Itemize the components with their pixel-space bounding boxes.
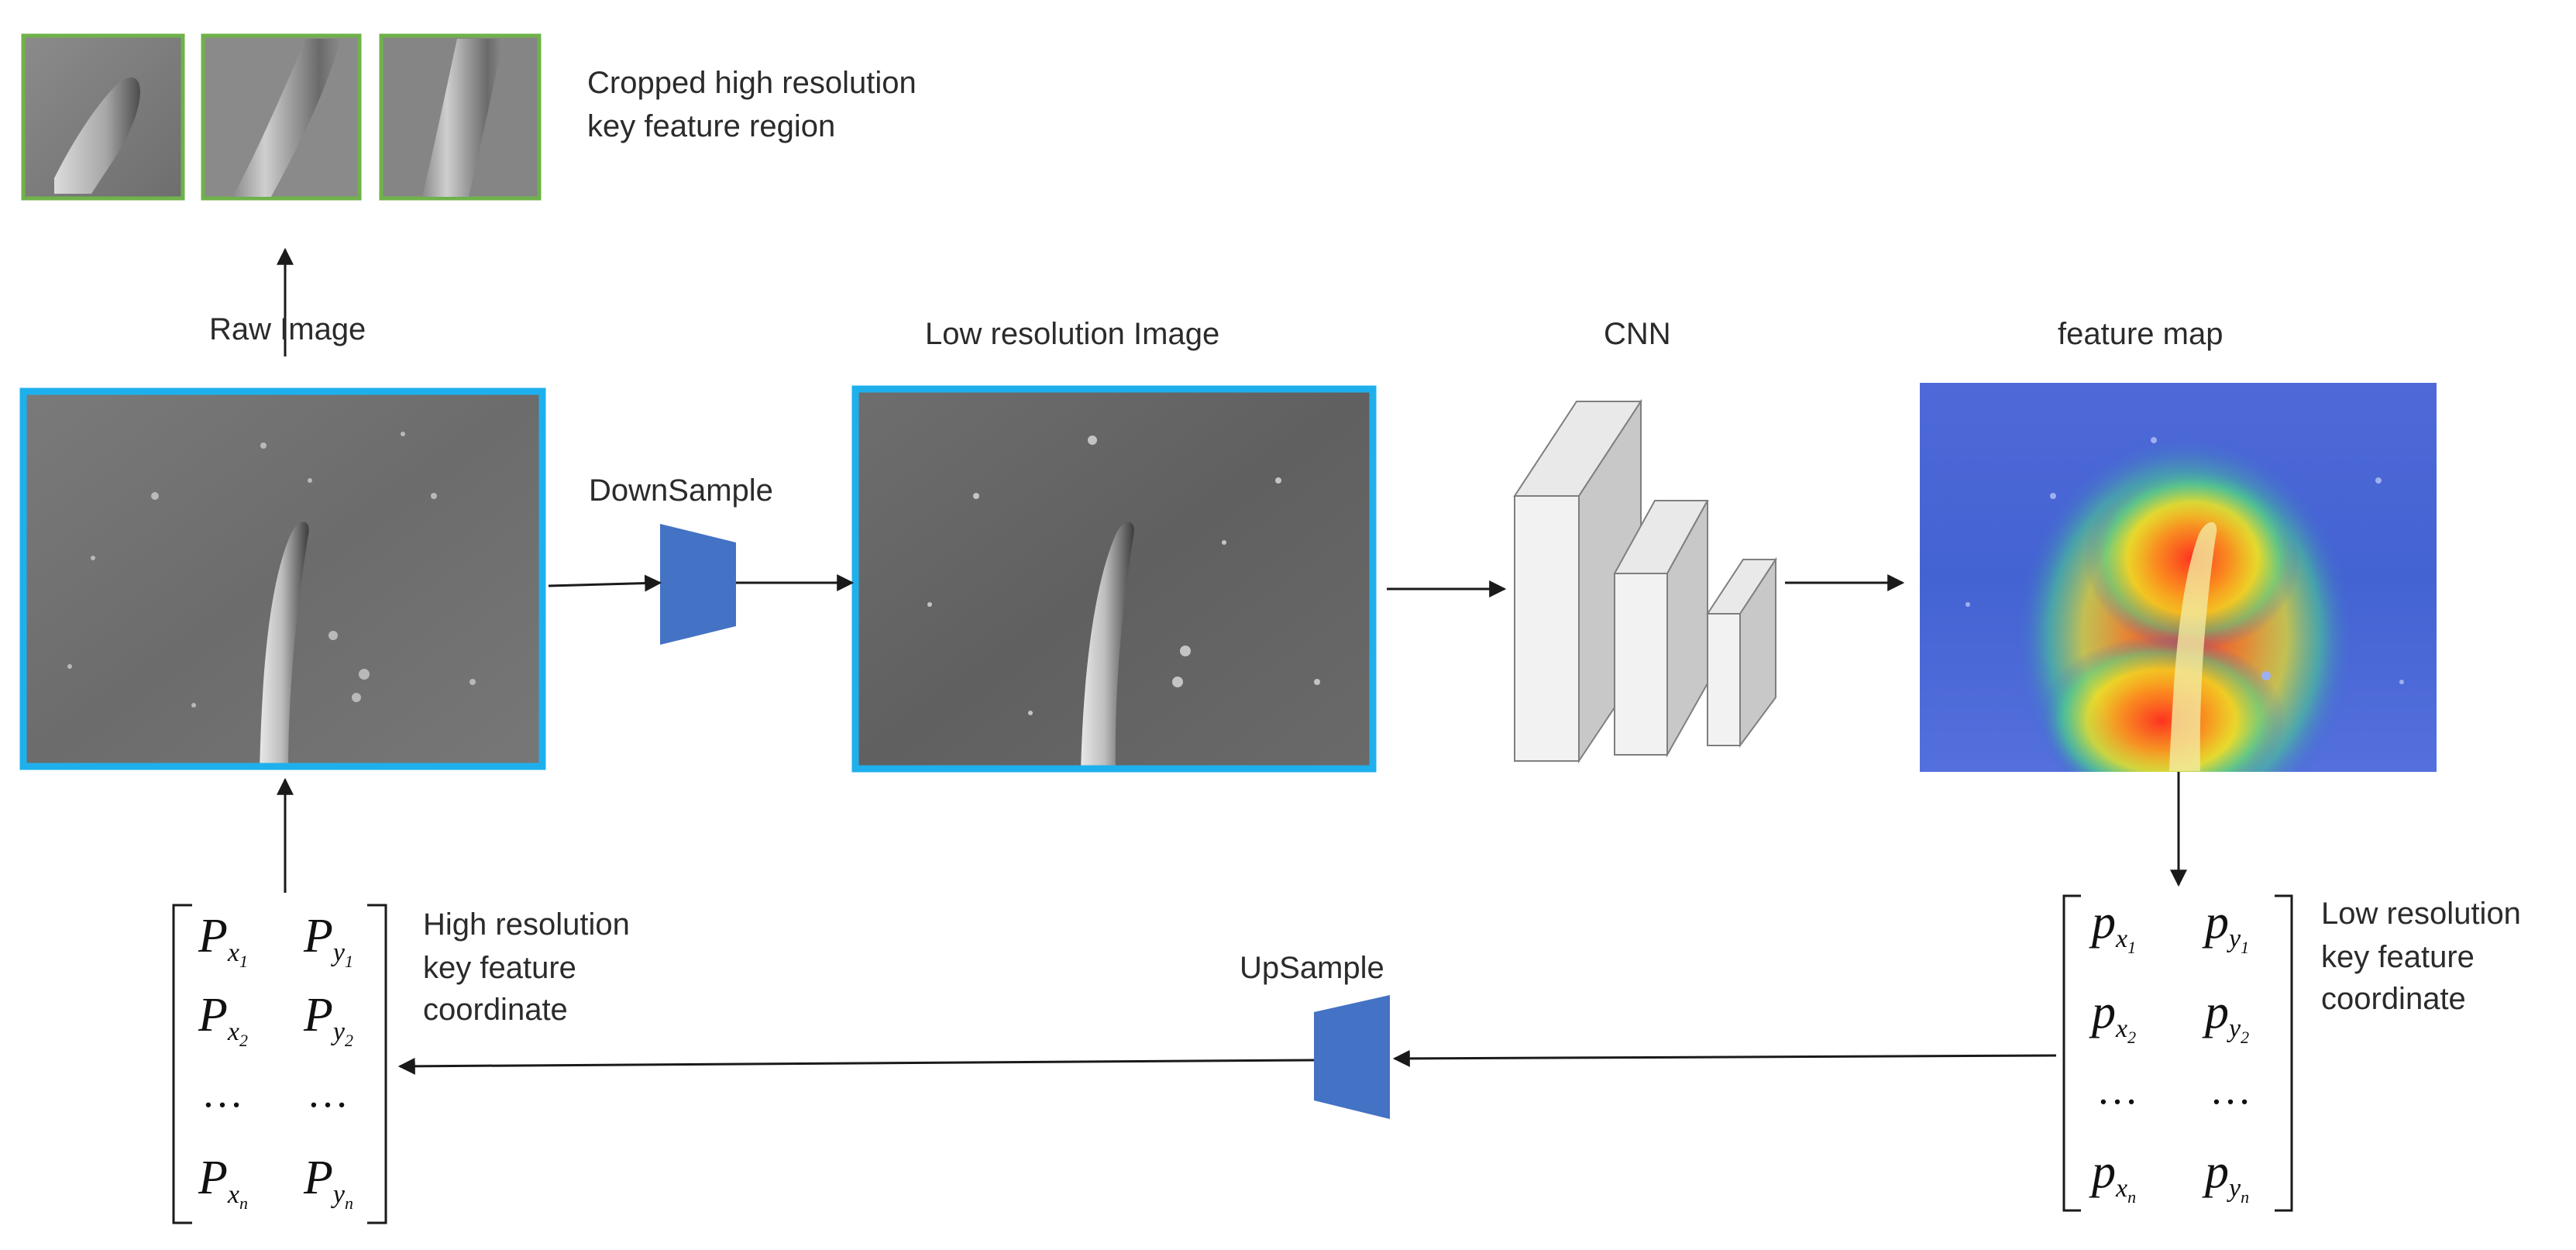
arrow-raw-to-downsample bbox=[548, 574, 662, 592]
feature-map-label: feature map bbox=[2058, 317, 2223, 351]
matrix-cell: Px2 bbox=[198, 989, 248, 1050]
low-res-image-label: Low resolution Image bbox=[925, 317, 1220, 351]
matrix-left-bracket bbox=[172, 904, 192, 1224]
matrix-cell: … bbox=[201, 1069, 243, 1116]
matrix-cell: px2 bbox=[2089, 986, 2136, 1047]
cropped-region-label-line1: Cropped high resolution bbox=[587, 66, 917, 100]
matrix-cell: Py2 bbox=[303, 989, 353, 1050]
high-res-label-line1: High resolution bbox=[423, 907, 630, 942]
low-res-label-line2: key feature bbox=[2321, 940, 2475, 974]
upsample-label: UpSample bbox=[1240, 951, 1384, 985]
low-resolution-image bbox=[851, 385, 1377, 773]
matrix-cell: py2 bbox=[2202, 986, 2249, 1047]
raw-image bbox=[19, 387, 546, 770]
matrix-cell: … bbox=[2096, 1066, 2138, 1113]
low-res-label-line3: coordinate bbox=[2321, 982, 2466, 1016]
upsample-trapezoid bbox=[1314, 995, 1390, 1119]
matrix-cell: py1 bbox=[2202, 896, 2249, 957]
cropped-patch-2 bbox=[201, 33, 362, 201]
matrix-cell: … bbox=[2210, 1066, 2251, 1113]
high-res-label-line3: coordinate bbox=[423, 993, 568, 1027]
cnn-block-medium bbox=[1613, 500, 1709, 758]
matrix-left-bracket bbox=[2062, 894, 2081, 1212]
matrix-cell: px1 bbox=[2089, 896, 2136, 957]
high-res-coordinate-matrix: Px1 Py1 Px2 Py2 … … Pxn Pyn bbox=[172, 904, 387, 1224]
cropped-patch-3 bbox=[379, 33, 542, 201]
cropped-patch-1 bbox=[21, 33, 185, 201]
low-res-coordinate-matrix: px1 py1 px2 py2 … … pxn pyn bbox=[2062, 894, 2293, 1212]
matrix-right-bracket bbox=[2275, 894, 2293, 1212]
matrix-cell: … bbox=[307, 1069, 349, 1116]
high-res-label-line2: key feature bbox=[423, 951, 576, 985]
cnn-label: CNN bbox=[1604, 317, 1671, 351]
arrow-lowcoords-to-upsample bbox=[1392, 1049, 2057, 1067]
downsample-trapezoid bbox=[660, 524, 736, 645]
raw-image-label: Raw Image bbox=[209, 312, 366, 346]
cropped-region-label-line2: key feature region bbox=[587, 109, 836, 143]
matrix-cell: Pyn bbox=[303, 1152, 353, 1213]
matrix-right-bracket bbox=[367, 904, 387, 1224]
matrix-cell: pyn bbox=[2202, 1145, 2249, 1207]
matrix-cell: Py1 bbox=[303, 910, 353, 971]
matrix-cell: Px1 bbox=[198, 910, 248, 971]
feature-map-image bbox=[1920, 383, 2437, 772]
cnn-block-small bbox=[1706, 556, 1777, 749]
arrow-upsample-to-highcoords bbox=[397, 1057, 1315, 1075]
matrix-cell: pxn bbox=[2089, 1145, 2136, 1207]
low-res-label-line1: Low resolution bbox=[2321, 897, 2521, 931]
downsample-label: DownSample bbox=[589, 473, 773, 508]
matrix-cell: Pxn bbox=[198, 1152, 248, 1213]
